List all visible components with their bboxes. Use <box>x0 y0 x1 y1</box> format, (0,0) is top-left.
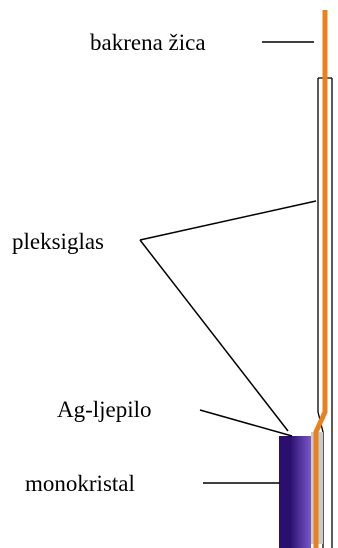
silver-glue-leader-line <box>199 409 293 437</box>
silver-glue-label: Ag-ljepilo <box>57 397 152 422</box>
crystal-label: monokristal <box>25 471 135 496</box>
copper-wire <box>313 10 328 548</box>
plexiglass-leader-line-upper <box>139 200 317 241</box>
plexiglass-label: pleksiglas <box>12 229 104 254</box>
plexiglass-leader-line-lower <box>139 239 289 432</box>
wire-label: bakrena žica <box>90 30 206 55</box>
monocrystal-block <box>279 436 311 548</box>
